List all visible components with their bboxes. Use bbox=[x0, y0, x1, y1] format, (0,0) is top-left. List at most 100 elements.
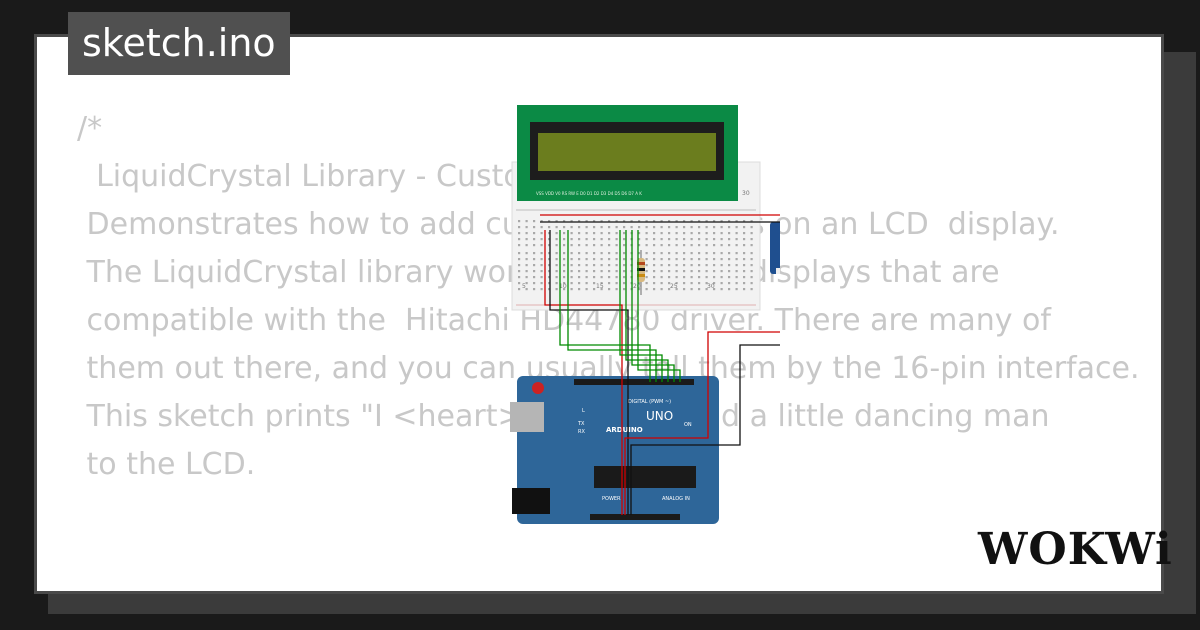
wire-green-4 bbox=[625, 230, 669, 382]
breadboard-hole bbox=[630, 226, 633, 229]
lcd-display: VSS VDD V0 RS RW E D0 D1 D2 D3 D4 D5 D6 … bbox=[517, 105, 738, 201]
breadboard-hole bbox=[660, 270, 663, 273]
breadboard-hole bbox=[570, 282, 573, 285]
breadboard-hole bbox=[570, 270, 573, 273]
model-label: UNO bbox=[646, 409, 673, 423]
breadboard-hole bbox=[570, 220, 573, 223]
breadboard-hole bbox=[705, 238, 708, 241]
breadboard-hole bbox=[548, 276, 551, 279]
breadboard-hole bbox=[585, 232, 588, 235]
breadboard-hole bbox=[705, 288, 708, 291]
breadboard-hole bbox=[540, 244, 543, 247]
breadboard-hole bbox=[533, 264, 536, 267]
breadboard-hole bbox=[683, 252, 686, 255]
breadboard-hole bbox=[645, 282, 648, 285]
breadboard-hole bbox=[698, 276, 701, 279]
breadboard-column-number: 30 bbox=[707, 283, 715, 290]
breadboard-hole bbox=[533, 226, 536, 229]
breadboard-hole bbox=[608, 220, 611, 223]
breadboard-hole bbox=[630, 220, 633, 223]
lcd-pin-labels: VSS VDD V0 RS RW E D0 D1 D2 D3 D4 D5 D6 … bbox=[536, 191, 642, 196]
breadboard-hole bbox=[698, 220, 701, 223]
breadboard-hole bbox=[668, 270, 671, 273]
breadboard-hole bbox=[668, 220, 671, 223]
breadboard-hole bbox=[705, 226, 708, 229]
breadboard-hole bbox=[645, 244, 648, 247]
breadboard-hole bbox=[720, 282, 723, 285]
breadboard-hole bbox=[555, 220, 558, 223]
breadboard-hole bbox=[570, 264, 573, 267]
wire-black-1 bbox=[549, 230, 629, 515]
breadboard-hole bbox=[735, 282, 738, 285]
breadboard-hole bbox=[540, 288, 543, 291]
breadboard-hole bbox=[563, 276, 566, 279]
code-line: /* bbox=[77, 111, 103, 146]
breadboard-hole bbox=[540, 232, 543, 235]
breadboard-hole bbox=[578, 270, 581, 273]
wire-green-3 bbox=[619, 230, 663, 382]
breadboard-hole bbox=[525, 220, 528, 223]
breadboard-hole bbox=[578, 220, 581, 223]
wires bbox=[540, 214, 780, 515]
breadboard-hole bbox=[578, 252, 581, 255]
breadboard-hole bbox=[540, 282, 543, 285]
breadboard-hole bbox=[593, 226, 596, 229]
power-label: POWER bbox=[602, 496, 621, 502]
breadboard-hole bbox=[750, 282, 753, 285]
breadboard-hole bbox=[525, 276, 528, 279]
breadboard-hole bbox=[525, 252, 528, 255]
breadboard-hole bbox=[615, 252, 618, 255]
breadboard-hole bbox=[540, 252, 543, 255]
breadboard-hole bbox=[585, 252, 588, 255]
breadboard-hole bbox=[750, 232, 753, 235]
breadboard-hole bbox=[683, 276, 686, 279]
breadboard-hole bbox=[645, 232, 648, 235]
breadboard-hole bbox=[585, 264, 588, 267]
breadboard-hole bbox=[713, 264, 716, 267]
brand-label: ARDUINO bbox=[606, 426, 643, 434]
breadboard-hole bbox=[593, 238, 596, 241]
breadboard-hole bbox=[683, 220, 686, 223]
breadboard-hole bbox=[615, 232, 618, 235]
breadboard-column-number: 10 bbox=[559, 283, 567, 290]
breadboard-hole bbox=[585, 226, 588, 229]
breadboard-hole bbox=[623, 238, 626, 241]
breadboard-hole bbox=[713, 232, 716, 235]
breadboard-hole bbox=[608, 232, 611, 235]
lcd-screen bbox=[538, 133, 716, 171]
breadboard-hole bbox=[660, 282, 663, 285]
breadboard-hole bbox=[533, 282, 536, 285]
breadboard-hole bbox=[660, 226, 663, 229]
breadboard-hole bbox=[548, 238, 551, 241]
breadboard-hole bbox=[735, 220, 738, 223]
breadboard-hole bbox=[690, 288, 693, 291]
breadboard-hole bbox=[720, 238, 723, 241]
breadboard-hole bbox=[585, 244, 588, 247]
breadboard-hole bbox=[585, 270, 588, 273]
breadboard-hole bbox=[698, 288, 701, 291]
wire-red-2 bbox=[544, 230, 623, 515]
breadboard-hole bbox=[698, 226, 701, 229]
breadboard-hole bbox=[653, 244, 656, 247]
breadboard-hole bbox=[518, 270, 521, 273]
breadboard-hole bbox=[690, 226, 693, 229]
breadboard-hole bbox=[660, 276, 663, 279]
breadboard-hole bbox=[555, 258, 558, 261]
breadboard-hole bbox=[750, 264, 753, 267]
breadboard-hole bbox=[585, 220, 588, 223]
breadboard-hole bbox=[698, 258, 701, 261]
breadboard-hole bbox=[593, 288, 596, 291]
breadboard-hole bbox=[548, 226, 551, 229]
breadboard-hole bbox=[518, 226, 521, 229]
breadboard-hole bbox=[660, 220, 663, 223]
breadboard-hole bbox=[578, 232, 581, 235]
breadboard-hole bbox=[653, 226, 656, 229]
breadboard-hole bbox=[563, 232, 566, 235]
breadboard-hole bbox=[660, 288, 663, 291]
digital-header bbox=[574, 379, 694, 385]
breadboard-hole bbox=[698, 238, 701, 241]
breadboard-hole bbox=[720, 232, 723, 235]
breadboard-hole bbox=[570, 276, 573, 279]
breadboard-hole bbox=[555, 238, 558, 241]
